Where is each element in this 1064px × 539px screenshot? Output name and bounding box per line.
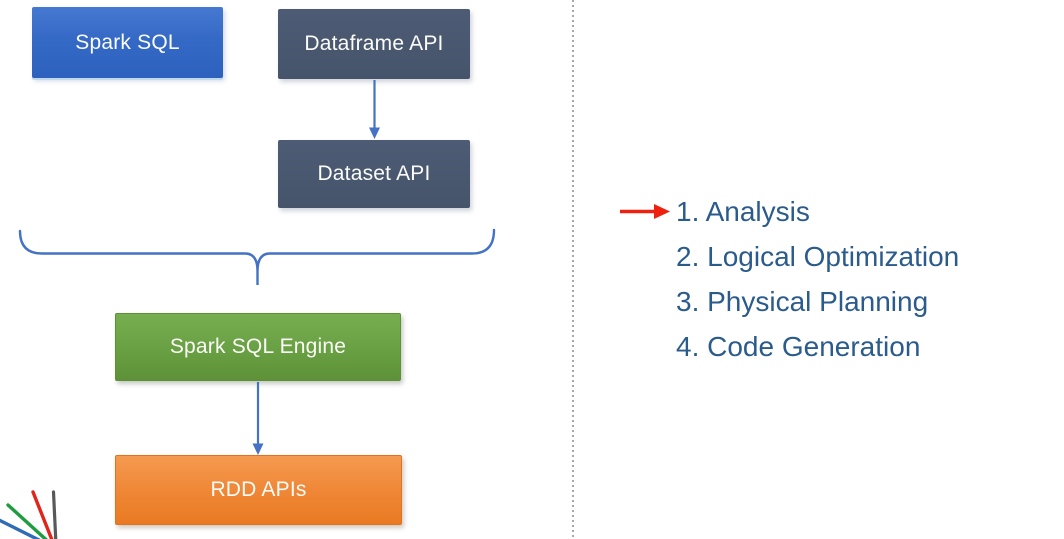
node-rdd-apis-label: RDD APIs <box>210 478 307 501</box>
node-dataset-api-label: Dataset API <box>317 162 431 185</box>
arrow-dataframe-to-dataset-head <box>369 127 380 139</box>
current-step-arrow-head <box>654 204 670 219</box>
node-spark-sql: Spark SQL <box>32 7 223 78</box>
node-spark-sql-label: Spark SQL <box>75 30 180 54</box>
corner-line-green <box>6 503 48 539</box>
corner-line-red <box>31 490 54 539</box>
node-dataset-api: Dataset API <box>278 140 470 208</box>
arrow-engine-to-rdd <box>252 382 264 455</box>
corner-line-gray <box>51 490 58 539</box>
node-dataframe-api: Dataframe API <box>278 9 470 79</box>
corner-decoration-lines <box>0 490 58 539</box>
grouping-brace <box>18 228 496 285</box>
step-item-code-generation: 4. Code Generation <box>676 331 921 362</box>
node-dataframe-api-label: Dataframe API <box>304 32 444 55</box>
arrow-engine-to-rdd-head <box>252 443 264 455</box>
step-item-logical-optimization: 2. Logical Optimization <box>676 241 960 272</box>
slide-divider-dotted-line <box>572 0 574 539</box>
node-spark-sql-engine-label: Spark SQL Engine <box>169 335 347 358</box>
catalyst-steps-list: 1. Analysis 2. Logical Optimization 3. P… <box>676 189 959 369</box>
node-spark-sql-engine: Spark SQL Engine <box>115 313 401 381</box>
step-item-physical-planning: 3. Physical Planning <box>676 286 929 317</box>
arrow-dataframe-to-dataset <box>369 80 380 139</box>
current-step-arrow-icon <box>620 204 670 219</box>
step-item-analysis: 1. Analysis <box>676 196 810 227</box>
corner-line-blue <box>0 518 41 539</box>
node-rdd-apis: RDD APIs <box>115 455 402 525</box>
